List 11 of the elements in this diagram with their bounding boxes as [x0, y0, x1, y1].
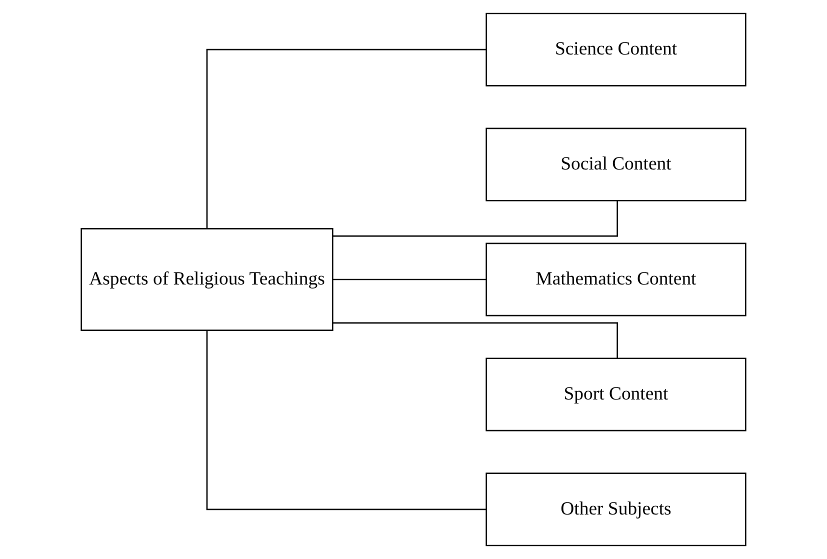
connector	[332, 200, 618, 237]
connector	[333, 278, 486, 280]
connector	[206, 330, 486, 510]
node-box: Social Content	[486, 128, 746, 202]
node-box: Sport Content	[486, 358, 746, 432]
connector	[332, 322, 618, 358]
node-box: Aspects of Religious Teachings	[80, 228, 334, 331]
node-box: Other Subjects	[486, 472, 746, 546]
node-box: Mathematics Content	[486, 242, 746, 316]
connector	[206, 48, 486, 228]
node-box: Science Content	[486, 12, 746, 86]
